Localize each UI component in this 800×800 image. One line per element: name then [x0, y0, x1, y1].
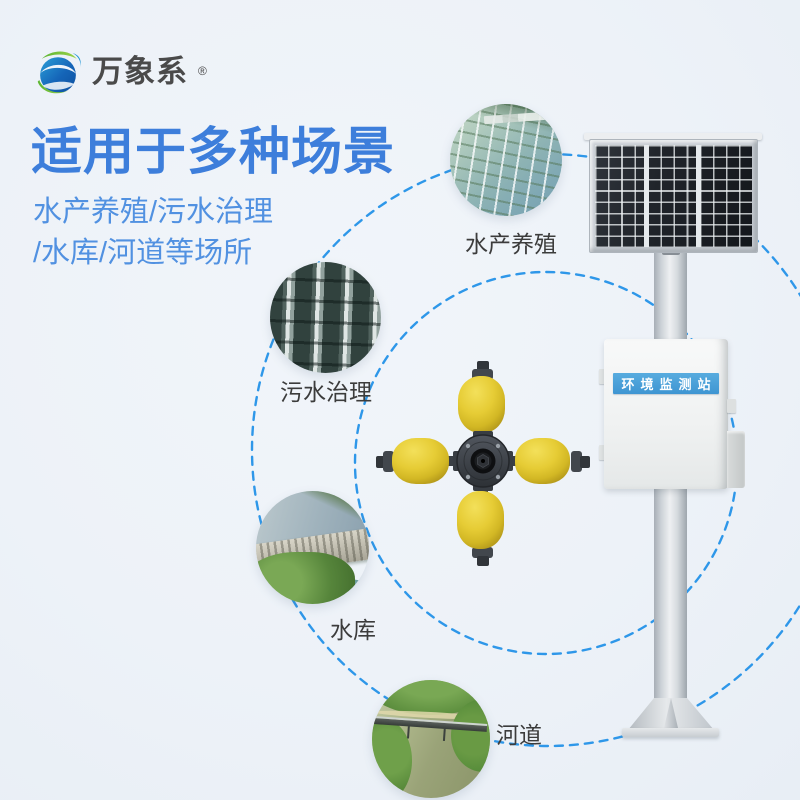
station-sign-label: 环境监测站 [621, 377, 717, 392]
subtitle-line-2: /水库/河道等场所 [33, 237, 253, 269]
buoy-float-right [515, 438, 570, 484]
buoy-float-top [458, 376, 505, 433]
aquaculture-label: 水产养殖 [465, 231, 557, 257]
station-sign: 环境监测站 [613, 373, 719, 394]
solar-panel [589, 139, 758, 253]
reservoir-photo [256, 491, 369, 604]
buoy-cap-right [580, 456, 590, 468]
enclosure-side-attachment [727, 431, 745, 488]
pond-grid-texture [450, 104, 562, 216]
hub-screw [465, 474, 471, 480]
buoy-cap-bottom-flange [472, 547, 493, 558]
enclosure-right-tab [727, 399, 736, 413]
sewage-treatment-label: 污水治理 [280, 379, 372, 405]
buoy-float-left [392, 438, 449, 484]
station-enclosure [604, 339, 728, 489]
river-photo [372, 680, 490, 798]
river-label: 河道 [496, 722, 542, 748]
headline-title: 适用于多种场景 [31, 123, 396, 180]
reservoir-label: 水库 [330, 617, 376, 643]
hub-screw [495, 474, 501, 480]
buoy-cap-right-flange [571, 451, 582, 472]
headline-subtitle: 水产养殖/污水治理 /水库/河道等场所 [33, 192, 273, 274]
reservoir-trees [256, 552, 356, 604]
enclosure-left-tab-bottom [599, 445, 605, 460]
buoy-float-bottom [457, 491, 504, 549]
sensor-center-dot [481, 459, 485, 463]
water-quality-buoy [376, 361, 590, 566]
subtitle-line-1: 水产养殖/污水治理 [33, 196, 274, 228]
pole-base-plate [622, 728, 719, 737]
brand-logo-text: 万象系 [92, 53, 188, 89]
registered-trademark-symbol: ® [198, 64, 207, 78]
enclosure-left-tab-top [599, 369, 605, 384]
hub-ring [463, 441, 503, 481]
buoy-cap-top [477, 361, 489, 371]
buoy-cap-left-flange [383, 451, 394, 472]
aquaculture-photo [450, 104, 562, 216]
hub-screw [495, 443, 501, 449]
brand-logo-icon [37, 51, 81, 94]
brand-logo: 万象系 ® [32, 42, 207, 100]
solar-panel-frame-top [584, 133, 762, 140]
solar-panel-cells [595, 145, 752, 247]
hub-screw [465, 443, 471, 449]
buoy-cap-bottom [477, 556, 489, 566]
